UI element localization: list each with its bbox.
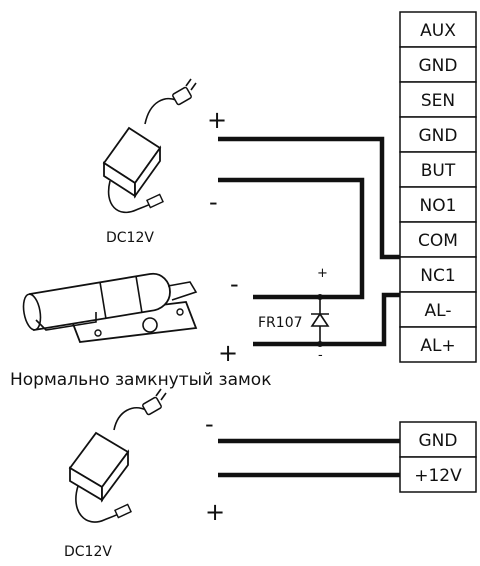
terminal-gnd-2: GND bbox=[399, 116, 477, 153]
terminal-sen-label: SEN bbox=[421, 91, 455, 111]
terminal-al-plus-label: AL+ bbox=[420, 336, 455, 356]
lock: - + Нормально замкнутый замок bbox=[10, 270, 271, 390]
adapter-top-label: DC12V bbox=[106, 230, 154, 246]
terminal-block-power: GND +12V bbox=[399, 421, 477, 493]
power-adapter-top-icon bbox=[102, 78, 197, 214]
adapter-top-plus-sign: + bbox=[207, 106, 227, 134]
diode-symbol-icon bbox=[310, 312, 330, 327]
adapter-bottom-minus-sign: - bbox=[205, 410, 214, 438]
terminal-power-12v-label: +12V bbox=[414, 466, 462, 486]
terminal-al-minus-label: AL- bbox=[425, 301, 452, 321]
wire-adapter-plus-to-com bbox=[218, 136, 400, 260]
diode: FR107 + - bbox=[258, 266, 330, 363]
terminal-no1: NO1 bbox=[399, 186, 477, 223]
terminal-nc1-label: NC1 bbox=[420, 266, 455, 286]
diode-label: FR107 bbox=[258, 315, 303, 331]
magnetic-lock-icon bbox=[22, 272, 198, 343]
terminal-power-gnd-label: GND bbox=[419, 431, 458, 451]
lock-caption: Нормально замкнутый замок bbox=[10, 370, 271, 390]
terminal-but: BUT bbox=[399, 151, 477, 188]
power-adapter-bottom-icon bbox=[68, 388, 167, 523]
terminal-block-main: AUX GND SEN GND BUT NO1 COM NC1 bbox=[399, 11, 477, 363]
terminal-sen: SEN bbox=[399, 81, 477, 118]
terminal-com: COM bbox=[399, 221, 477, 258]
terminal-al-minus: AL- bbox=[399, 291, 477, 328]
terminal-gnd-2-label: GND bbox=[419, 126, 458, 146]
terminal-aux-label: AUX bbox=[420, 21, 456, 41]
wire-adapter-minus-to-lock bbox=[218, 177, 365, 300]
adapter-top-minus-sign: - bbox=[209, 188, 218, 216]
lock-minus-sign: - bbox=[230, 270, 239, 298]
adapter-bottom-label: DC12V bbox=[64, 544, 112, 560]
terminal-com-label: COM bbox=[418, 231, 458, 251]
terminal-nc1: NC1 bbox=[399, 256, 477, 293]
lock-plus-sign: + bbox=[218, 339, 238, 367]
power-adapter-top: DC12V + - bbox=[102, 78, 227, 246]
diode-minus-sign: - bbox=[318, 348, 323, 363]
wires bbox=[218, 136, 400, 478]
terminal-al-plus: AL+ bbox=[399, 326, 477, 363]
terminal-but-label: BUT bbox=[421, 161, 456, 181]
terminal-power-gnd: GND bbox=[399, 421, 477, 458]
terminal-power-12v: +12V bbox=[399, 456, 477, 493]
power-adapter-bottom: DC12V - + bbox=[64, 388, 225, 560]
terminal-aux: AUX bbox=[399, 11, 477, 48]
diode-plus-sign: + bbox=[317, 266, 328, 281]
terminal-no1-label: NO1 bbox=[420, 196, 457, 216]
adapter-bottom-plus-sign: + bbox=[205, 498, 225, 526]
terminal-gnd-1: GND bbox=[399, 46, 477, 83]
terminal-gnd-1-label: GND bbox=[419, 56, 458, 76]
